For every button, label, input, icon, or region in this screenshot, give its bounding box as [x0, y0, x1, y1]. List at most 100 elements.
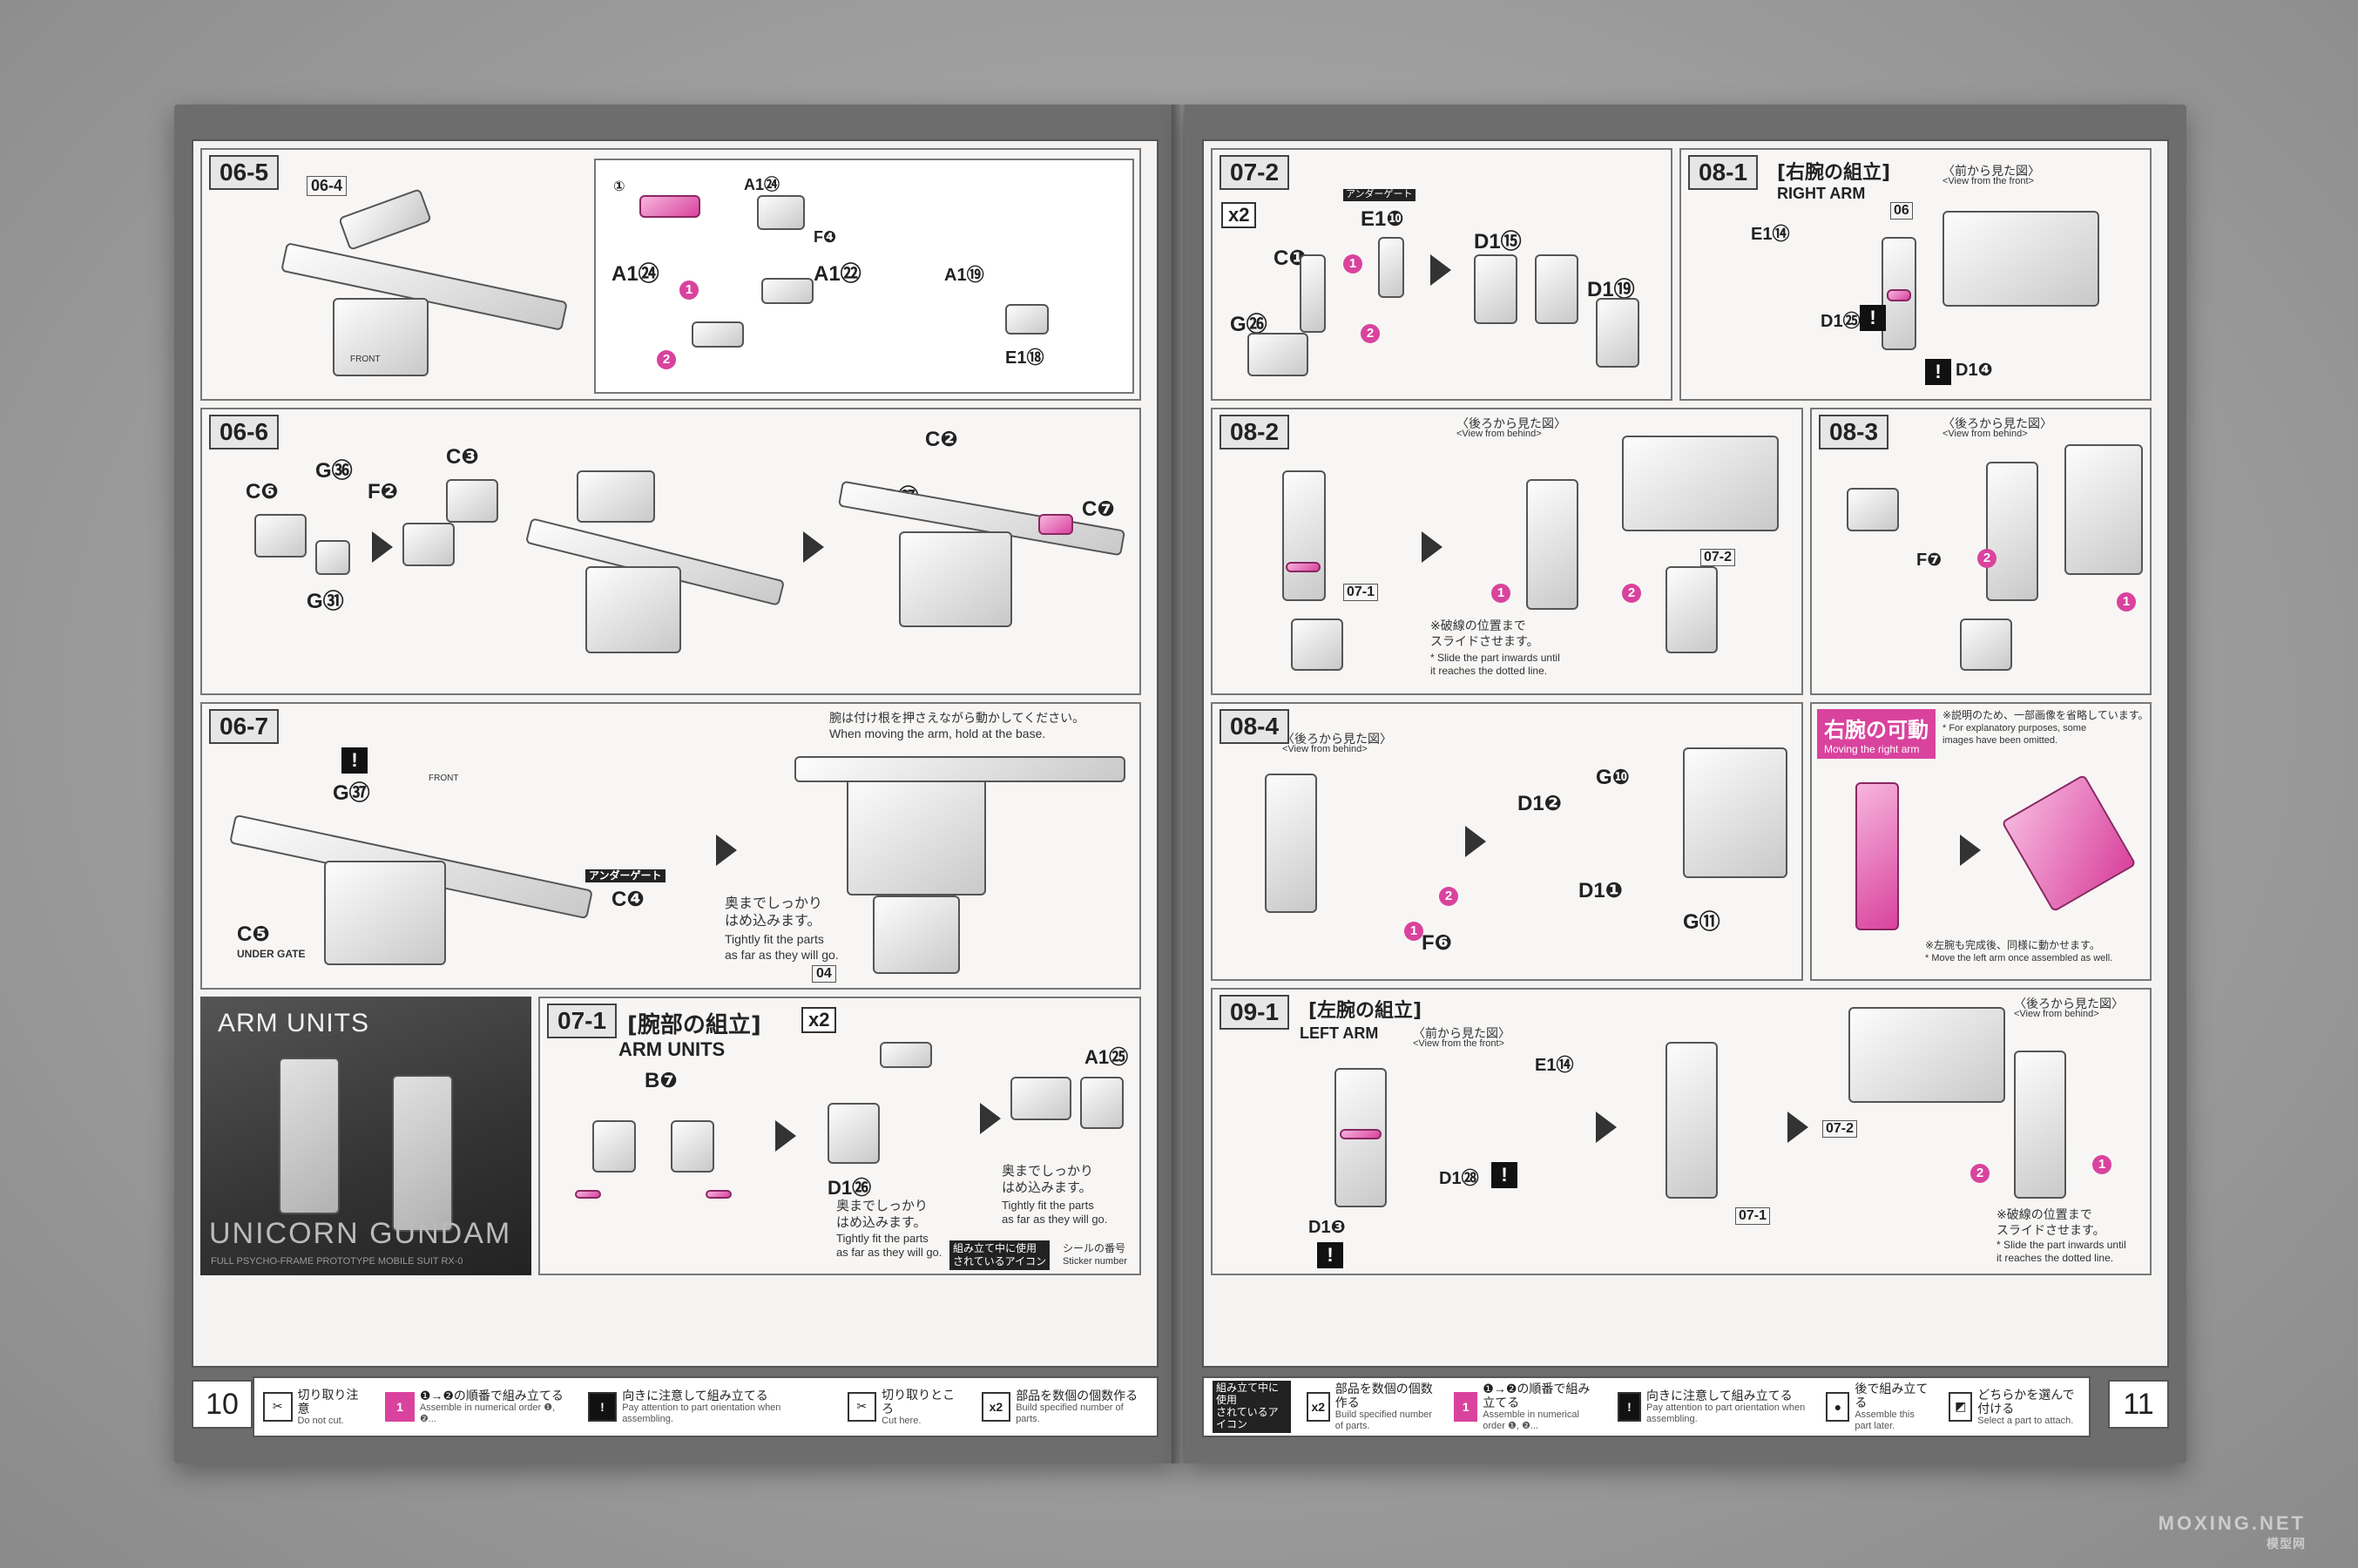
fit-note-en: Tightly fit the parts as far as they wil… [725, 932, 839, 962]
part-id: D1㉖ [828, 1177, 872, 1199]
part-shape [1291, 618, 1343, 671]
view-label-en: <View from behind> [1942, 429, 2028, 439]
right-sheet: 07-2 x2 アンダーゲート E1❿ C❶ G㉖ 1 2 D1⑮ D1⑲ [1202, 139, 2169, 1368]
part-id: A1㉕ [1084, 1046, 1129, 1068]
part-shape [1378, 237, 1404, 298]
part-id: F❷ [368, 480, 398, 504]
step-08-1-panel: 08-1 [右腕の組立] RIGHT ARM 〈前から見た図〉 <View fr… [1679, 148, 2152, 401]
arm-shape [1265, 774, 1317, 913]
view-label-jp: 〈前から見た図〉 [1413, 1026, 1510, 1040]
part-id: B❼ [645, 1069, 678, 1092]
detail-inset [1622, 436, 1779, 531]
step-label: 08-3 [1819, 415, 1889, 449]
next-arrow-icon [803, 531, 824, 563]
step-order-1: 1 [1404, 922, 1423, 941]
ref-label: 06 [1890, 202, 1913, 220]
step-label: 08-1 [1688, 155, 1759, 190]
step-06-5-panel: 06-5 06-4 06-3 FRONT ① A1㉔ F❹ A1㉔ 1 A1㉒ [200, 148, 1141, 401]
part-shape [1474, 254, 1517, 324]
step-06-7-panel: 06-7 ! G㊲ FRONT C❺ UNDER GATE アンダーゲート C❹… [200, 702, 1141, 990]
part-shape [1847, 488, 1899, 531]
legend-en: Do not cut. [297, 1415, 344, 1426]
torso-shape [2064, 444, 2143, 575]
step-title-en: LEFT ARM [1300, 1024, 1379, 1042]
torso-shape [1683, 747, 1787, 878]
part-id: C❻ [246, 480, 279, 504]
next-arrow-icon [372, 531, 393, 563]
ref-label: 07-1 [1735, 1207, 1771, 1225]
step-08-2-panel: 08-2 07-1 〈後ろから見た図〉 <View from behind> 0… [1211, 408, 1803, 695]
view-label-jp: 〈後ろから見た図〉 [2014, 997, 2124, 1010]
part-id: A1㉔ [611, 262, 659, 286]
pink-part [706, 1190, 732, 1199]
part-shape [338, 188, 432, 251]
icon-box-label: 組み立て中に使用 されているアイコン [1213, 1381, 1291, 1433]
orientation-warning-icon: ! [1491, 1162, 1517, 1188]
part-id: C❷ [925, 428, 958, 451]
part-id: D1❸ [1308, 1218, 1346, 1237]
part-id: C❺ [237, 923, 270, 946]
torso-shape [1942, 211, 2099, 307]
slide-note-jp: ※破線の位置まで スライドさせます。 [1997, 1207, 2105, 1237]
next-arrow-icon [1430, 254, 1451, 286]
view-label-jp: 〈後ろから見た図〉 [1456, 416, 1566, 430]
front-tag: FRONT [429, 774, 459, 783]
page-number: 10 [192, 1380, 253, 1429]
moving-arm-panel: 右腕の可動 Moving the right arm ※説明のため、一部画像を省… [1810, 702, 2152, 981]
part-shape [692, 321, 744, 348]
legend-jp: 向きに注意して組み立てる [1646, 1389, 1793, 1403]
legend-en: Cut here. [882, 1415, 922, 1426]
part-id: G❿ [1596, 766, 1630, 789]
step-label: 06-5 [209, 155, 280, 190]
banner-subtitle: FULL PSYCHO-FRAME PROTOTYPE MOBILE SUIT … [211, 1256, 463, 1267]
next-arrow-icon [980, 1103, 1001, 1134]
part-id: D1⑮ [1474, 230, 1522, 253]
view-label-en: <View from behind> [1282, 744, 1368, 754]
banner-brand: UNICORN GUNDAM [209, 1217, 512, 1250]
ref-label: 07-2 [1822, 1120, 1858, 1138]
order-icon: 1 [1454, 1392, 1478, 1422]
part-id: D1⑲ [1587, 278, 1635, 301]
moving-arm-title: 右腕の可動 Moving the right arm [1817, 709, 1936, 759]
banner-title: ARM UNITS [218, 1009, 369, 1037]
omission-note-en: * For explanatory purposes, some images … [1942, 723, 2087, 746]
legend-en: Build specified number of parts. [1016, 1402, 1124, 1425]
torso-shape [847, 774, 986, 896]
torso-shape [899, 531, 1012, 627]
next-arrow-icon [1787, 1112, 1808, 1143]
left-page: 06-5 06-4 06-3 FRONT ① A1㉔ F❹ A1㉔ 1 A1㉒ [174, 105, 1176, 1463]
front-tag: FRONT [350, 355, 381, 364]
arm-units-banner: ARM UNITS UNICORN GUNDAM FULL PSYCHO-FRA… [200, 997, 531, 1275]
part-id: E1⑭ [1751, 225, 1790, 244]
count-x2: x2 [1221, 202, 1257, 228]
pink-part [1038, 514, 1073, 535]
part-shape [880, 1042, 932, 1068]
step-06-6-panel: 06-6 C❻ G㊱ F❷ C❸ G㉛ C❷ G㉗ C❼ [200, 408, 1141, 695]
part-id: D1㉘ [1439, 1169, 1479, 1188]
site-watermark: MOXING.NET 模型网 [2159, 1512, 2306, 1552]
legend-jp: ❶→❷の順番で組み立てる [1483, 1382, 1591, 1410]
step-title-en: RIGHT ARM [1777, 185, 1866, 202]
instruction-booklet: 06-5 06-4 06-3 FRONT ① A1㉔ F❹ A1㉔ 1 A1㉒ [174, 105, 2230, 1463]
part-shape [402, 523, 455, 566]
detail-subpanel: ① A1㉔ F❹ A1㉔ 1 A1㉒ 2 A1⑲ E1⑱ [594, 159, 1134, 394]
part-id: F❹ [814, 228, 837, 246]
part-shape [1596, 298, 1639, 368]
page-number: 11 [2108, 1380, 2169, 1429]
legend-jp: 部品を数個の個数作る [1016, 1389, 1138, 1403]
ref-label: 06-4 [307, 176, 348, 196]
step-order-1: 1 [1343, 254, 1362, 274]
orientation-warning-icon: ! [341, 747, 368, 774]
part-shape [1080, 1077, 1124, 1129]
step-07-1-panel: 07-1 [腕部の組立] ARM UNITS B❼ x2 D1㉖ 奥までしっかり… [538, 997, 1141, 1275]
part-shape [1247, 333, 1308, 376]
legend-en: Build specified number of parts. [1334, 1409, 1433, 1432]
next-arrow-icon [1465, 826, 1486, 857]
part-id: D1㉕ [1821, 312, 1861, 331]
orientation-warning-icon: ! [1860, 305, 1886, 331]
legend-en: Select a part to attach. [1977, 1415, 2074, 1426]
